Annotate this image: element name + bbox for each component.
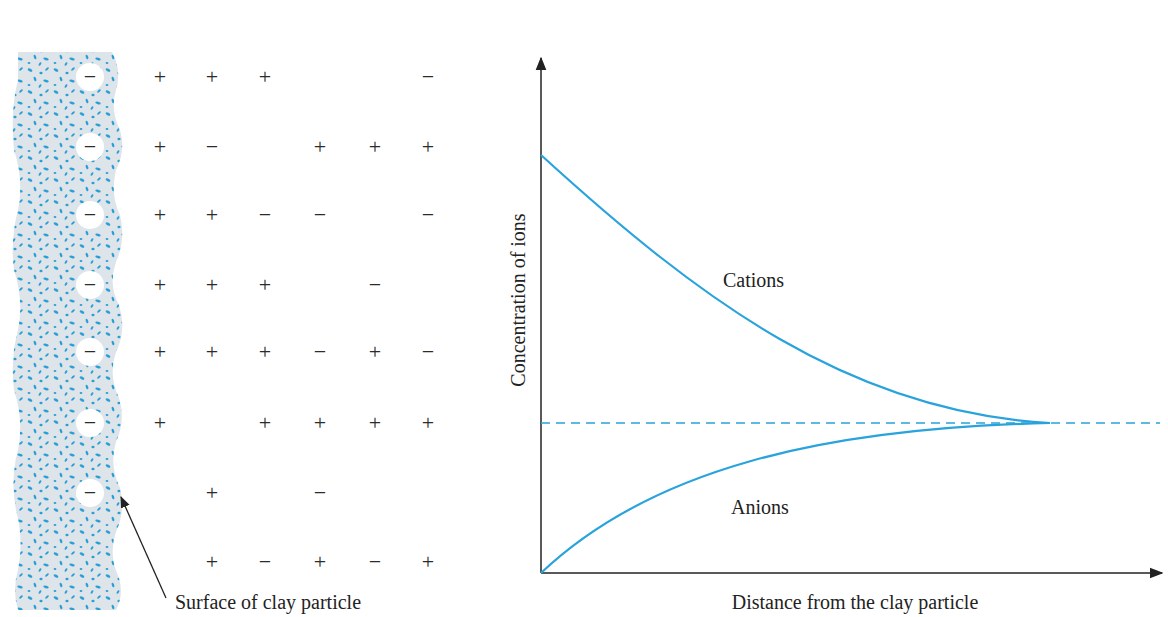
cation-curve [541,155,1050,423]
equilibrium-line [541,422,1160,424]
cation-sign: + [206,274,218,296]
y-axis [540,58,542,573]
cation-sign: + [206,482,218,504]
y-axis-label: Concentration of ions [508,213,528,386]
cation-sign: + [154,412,166,434]
charge-circle: − [76,63,104,91]
charge-circle: − [76,479,104,507]
cation-sign: + [369,412,381,434]
cation-sign: + [154,274,166,296]
cation-sign: + [422,412,434,434]
surface-label: Surface of clay particle [175,592,361,612]
cation-sign: + [154,341,166,363]
cation-sign: + [206,204,218,226]
cation-sign: + [369,341,381,363]
charge-sign: − [84,412,96,434]
anion-sign: − [259,204,271,226]
cation-sign: + [314,412,326,434]
anion-sign: − [259,551,271,573]
charge-sign: − [84,274,96,296]
x-axis-label: Distance from the clay particle [732,592,979,612]
cation-sign: + [206,66,218,88]
cation-sign: + [259,412,271,434]
cation-sign: + [422,136,434,158]
x-axis [541,572,1162,574]
charge-circle: − [76,133,104,161]
cation-sign: + [314,136,326,158]
anion-sign: − [422,66,434,88]
clay-particle [13,52,123,610]
anion-sign: − [314,482,326,504]
charge-sign: − [84,341,96,363]
charge-sign: − [84,204,96,226]
charge-circle: − [76,338,104,366]
cation-sign: + [259,274,271,296]
charge-sign: − [84,482,96,504]
anion-sign: − [314,341,326,363]
cation-sign: + [259,66,271,88]
charge-circle: − [76,201,104,229]
anion-sign: − [422,204,434,226]
cation-sign: + [259,341,271,363]
cation-sign: + [154,136,166,158]
charge-circle: − [76,409,104,437]
anions-label: Anions [731,497,789,517]
anion-sign: − [369,274,381,296]
cation-sign: + [154,66,166,88]
charge-sign: − [84,136,96,158]
charge-circle: − [76,271,104,299]
leader-arrow [121,497,166,598]
anion-sign: − [206,136,218,158]
cation-sign: + [422,551,434,573]
anion-curve [541,423,1050,573]
cation-sign: + [369,136,381,158]
anion-sign: − [369,551,381,573]
cations-label: Cations [723,270,784,290]
anion-sign: − [314,204,326,226]
cation-sign: + [154,204,166,226]
cation-sign: + [314,551,326,573]
anion-sign: − [422,341,434,363]
cation-sign: + [206,551,218,573]
cation-sign: + [206,341,218,363]
charge-sign: − [84,66,96,88]
